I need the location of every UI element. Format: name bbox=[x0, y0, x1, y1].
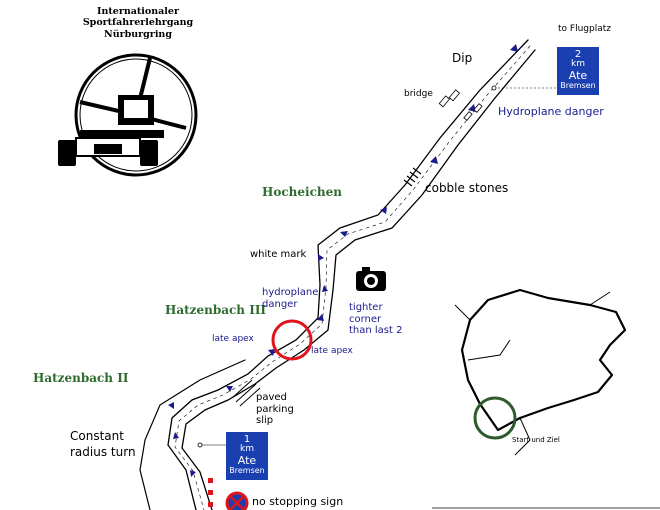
label-bridge: bridge bbox=[404, 89, 433, 99]
map-title: Internationaler Sportfahrerlehrgang Nürb… bbox=[78, 6, 198, 40]
direction-markers bbox=[168, 44, 518, 477]
inset-highlight-circle bbox=[473, 396, 517, 440]
section-hocheichen: Hocheichen bbox=[262, 185, 342, 199]
track-edge-outer bbox=[167, 39, 529, 510]
ate-brake-sign-2km: 2 km Ate Bremsen bbox=[557, 47, 599, 95]
label-late-apex-left: late apex bbox=[212, 334, 254, 344]
ate-brake-sign-1km: 1 km Ate Bremsen bbox=[226, 432, 268, 480]
sign-distance: 1 bbox=[243, 434, 251, 445]
label-line: parking bbox=[256, 403, 294, 415]
label-line: slip bbox=[256, 415, 274, 426]
title-line-2: Sportfahrerlehrgang bbox=[82, 17, 194, 29]
sign-brand: Ate bbox=[237, 453, 257, 467]
title-line-3: Nürburgring bbox=[104, 28, 172, 40]
label-line: radius turn bbox=[70, 445, 136, 460]
label-dip: Dip bbox=[452, 51, 473, 65]
label-cobble-stones: cobble stones bbox=[425, 181, 509, 195]
sign-word: Bremsen bbox=[560, 80, 596, 90]
label-line: tighter bbox=[349, 302, 383, 313]
highlight-circle bbox=[271, 319, 313, 361]
label-white-mark: white mark bbox=[250, 249, 307, 260]
cobble-stones-marks bbox=[403, 167, 422, 187]
label-paved-parking-slip: paved parking slip bbox=[256, 392, 294, 427]
sign-distance: 2 bbox=[574, 49, 582, 60]
kerb-marks bbox=[208, 478, 213, 507]
label-line: Constant bbox=[70, 429, 124, 443]
section-hatzenbach-3: Hatzenbach III bbox=[165, 303, 267, 317]
sign-word: Bremsen bbox=[229, 465, 265, 475]
label-line: paved bbox=[256, 392, 287, 403]
label-no-stopping-sign: no stopping sign bbox=[252, 495, 344, 508]
label-line: than last 2 bbox=[349, 325, 403, 336]
label-line: danger bbox=[262, 298, 298, 310]
label-hydroplane-danger-mid: hydroplane danger bbox=[262, 287, 318, 310]
label-tighter-corner: tighter corner than last 2 bbox=[349, 302, 402, 337]
title-line-1: Internationaler bbox=[97, 6, 179, 17]
label-late-apex-right: late apex bbox=[311, 346, 353, 356]
label-hydroplane-danger-top: Hydroplane danger bbox=[498, 105, 604, 118]
sign-brand: Ate bbox=[568, 68, 588, 82]
sign-unit: km bbox=[571, 59, 585, 69]
sign-unit: km bbox=[240, 444, 254, 454]
label-constant-radius-turn: Constant radius turn bbox=[70, 428, 136, 460]
label-line: hydroplane bbox=[262, 287, 319, 298]
label-start-und-ziel: Start und Ziel bbox=[512, 436, 560, 444]
label-line: corner bbox=[349, 313, 382, 325]
label-to-flugplatz: to Flugplatz bbox=[558, 24, 611, 34]
section-hatzenbach-2: Hatzenbach II bbox=[33, 371, 129, 385]
